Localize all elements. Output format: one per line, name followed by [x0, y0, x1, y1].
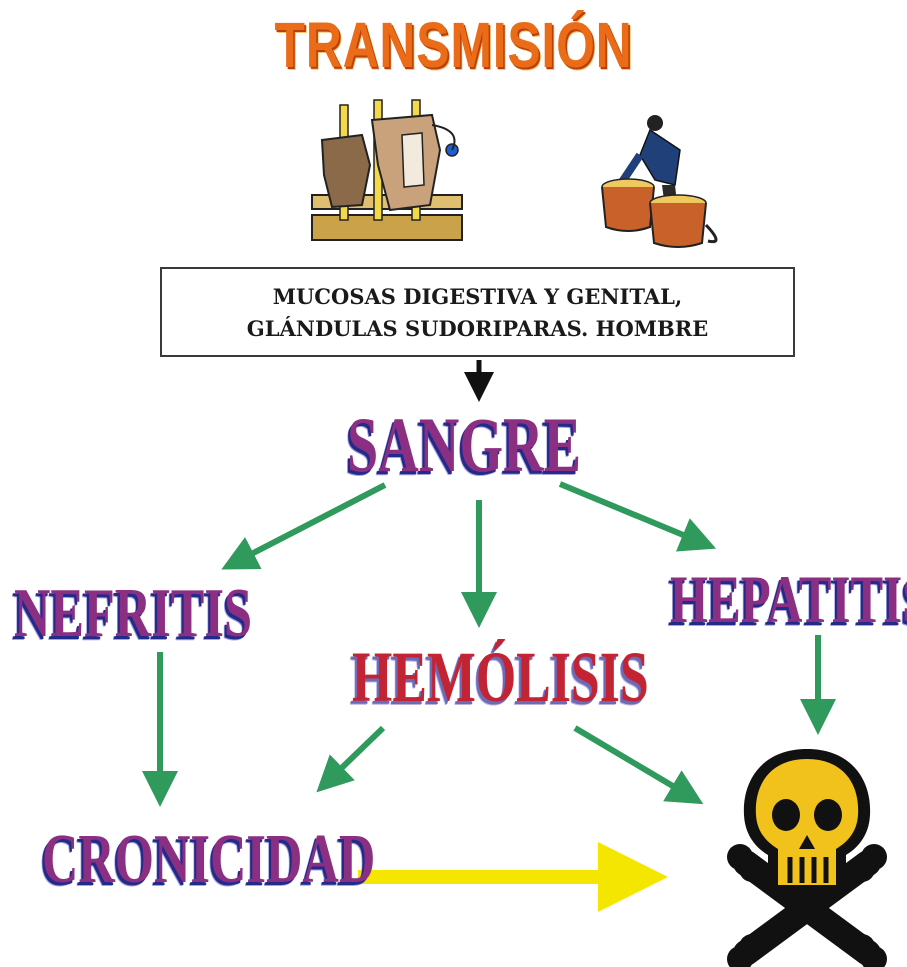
skull-crossbones-icon — [0, 0, 907, 967]
